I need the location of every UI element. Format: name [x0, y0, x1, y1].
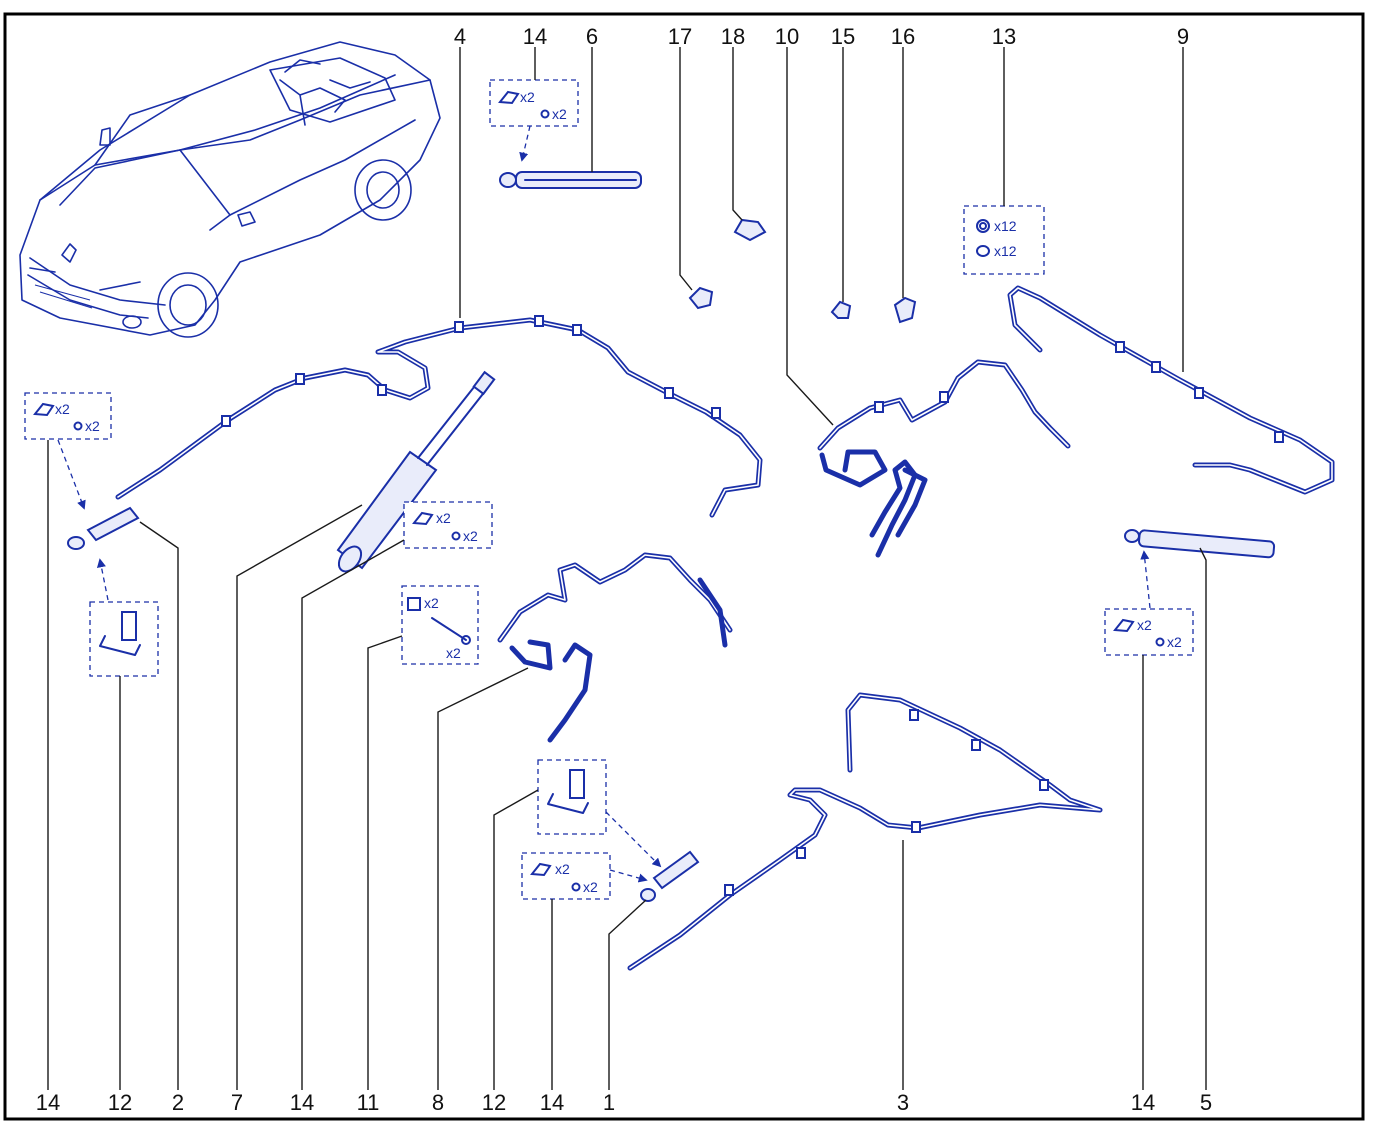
callout-numbers-top: 4 14 6 17 18 10 15 16 13 9	[454, 24, 1189, 49]
car-illustration	[19, 41, 441, 338]
kit-box-right-14: x2 x2	[1104, 550, 1194, 656]
harness-4	[115, 315, 763, 518]
clip-qty: x2	[555, 861, 570, 877]
callout-14: 14	[523, 24, 547, 49]
callout-1: 1	[603, 1090, 615, 1115]
clip-15	[830, 300, 852, 319]
callout-14: 14	[1131, 1090, 1155, 1115]
ring-qty: x2	[85, 418, 100, 434]
callout-14: 14	[290, 1090, 314, 1115]
callout-5: 5	[1200, 1090, 1212, 1115]
callout-17: 17	[668, 24, 692, 49]
harness-10	[817, 359, 1071, 558]
actuator-6	[499, 171, 642, 189]
callout-7: 7	[231, 1090, 243, 1115]
diagram-frame	[3, 12, 1365, 1121]
callout-8: 8	[432, 1090, 444, 1115]
callout-4: 4	[454, 24, 466, 49]
clip-qty: x2	[436, 510, 451, 526]
ring-qty: x2	[552, 106, 567, 122]
harness-9	[1007, 285, 1335, 495]
callout-9: 9	[1177, 24, 1189, 49]
callout-12: 12	[108, 1090, 132, 1115]
leader-lines	[47, 47, 1207, 1090]
actuator-2	[67, 506, 140, 550]
kit-box-13: x12 x12	[963, 205, 1045, 275]
clip-17	[688, 286, 714, 310]
clip-18	[733, 218, 767, 242]
callout-14: 14	[36, 1090, 60, 1115]
pin-qty: x2	[446, 645, 461, 661]
ring13-a-qty: x12	[994, 218, 1017, 234]
callout-3: 3	[897, 1090, 909, 1115]
kit-box-top-14: x2 x2	[489, 79, 579, 162]
ring13-b-qty: x12	[994, 243, 1017, 259]
callout-10: 10	[775, 24, 799, 49]
callout-18: 18	[721, 24, 745, 49]
kit-box-left-14: x2 x2	[24, 392, 112, 510]
harness-8	[497, 552, 733, 743]
ring-qty: x2	[463, 528, 478, 544]
square-qty: x2	[424, 595, 439, 611]
ring-qty: x2	[583, 879, 598, 895]
callout-16: 16	[891, 24, 915, 49]
callout-14: 14	[540, 1090, 564, 1115]
kit-box-bottom-12	[537, 759, 662, 868]
clip-16	[893, 296, 917, 324]
callout-15: 15	[831, 24, 855, 49]
clip-qty: x2	[1137, 617, 1152, 633]
callout-12: 12	[482, 1090, 506, 1115]
actuator-5	[1124, 529, 1276, 559]
kit-box-mid-14: x2 x2	[403, 501, 493, 549]
kit-box-left-12	[89, 558, 159, 677]
callout-13: 13	[992, 24, 1016, 49]
ring-qty: x2	[1167, 634, 1182, 650]
kit-box-bottom-14: x2 x2	[521, 852, 648, 900]
actuator-1	[640, 850, 700, 902]
gas-strut-7	[336, 370, 496, 573]
callout-2: 2	[172, 1090, 184, 1115]
kit-box-11: x2 x2	[401, 585, 479, 665]
clip-qty: x2	[55, 401, 70, 417]
clip-qty: x2	[520, 89, 535, 105]
callout-numbers-bottom: 14 12 2 7 14 11 8 12 14 1 3 14 5	[36, 1090, 1212, 1115]
callout-6: 6	[586, 24, 598, 49]
harness-3	[627, 692, 1103, 971]
callout-11: 11	[357, 1090, 380, 1115]
